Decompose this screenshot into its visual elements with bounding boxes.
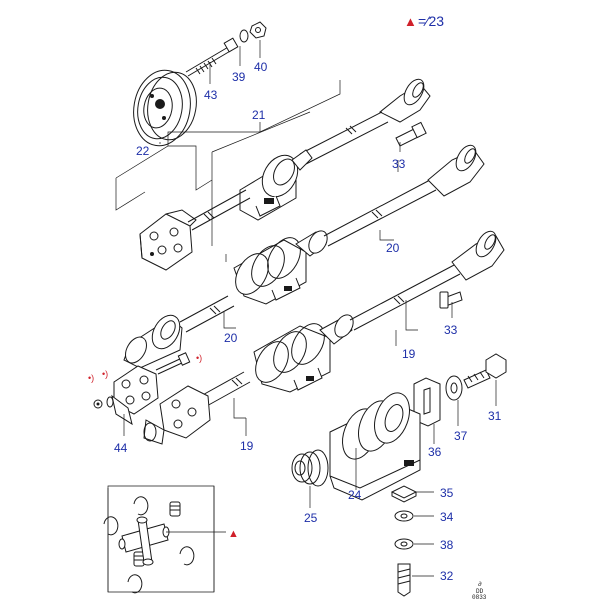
note-bolt: •) — [196, 353, 202, 363]
callout-20-right: 20 — [386, 241, 400, 255]
callout-40: 40 — [254, 60, 268, 74]
insulator-25 — [291, 449, 329, 508]
callout-43: 43 — [204, 88, 218, 102]
callout-labels: 43 39 40 22 21 33 20 20 33 19 31 37 36 4… — [114, 60, 502, 583]
drawing-code: ∂ DD 0833 — [472, 581, 487, 600]
shaft-assembly-lower — [143, 230, 505, 445]
notes: •) •) •) ▲ — [88, 353, 239, 540]
bolt-33-lower — [439, 291, 463, 318]
callout-33-lower: 33 — [444, 323, 458, 337]
shaft-assembly-top — [139, 78, 431, 271]
nut-40 — [249, 21, 267, 39]
center-bearing-24 — [329, 392, 421, 501]
drawing-code-line3: 0833 — [472, 594, 487, 600]
callout-31: 31 — [488, 409, 502, 423]
washer-37 — [445, 375, 463, 426]
u-joint-kit — [103, 485, 226, 594]
warning-triangle-icon: ▲ — [228, 528, 239, 540]
callout-34: 34 — [440, 510, 454, 524]
callout-24: 24 — [348, 488, 362, 502]
callout-22: 22 — [136, 144, 150, 158]
callout-25: 25 — [304, 511, 318, 525]
bolt-31 — [463, 353, 507, 406]
callout-19-left: 19 — [240, 439, 254, 453]
assembly-frame-21 — [115, 80, 341, 246]
callout-36: 36 — [428, 445, 442, 459]
damper-pulley — [133, 69, 197, 147]
callout-33-upper: 33 — [392, 157, 406, 171]
fastener-stack — [390, 485, 434, 597]
washer-39 — [239, 29, 249, 43]
callout-39: 39 — [232, 70, 246, 84]
callout-21: 21 — [252, 108, 266, 122]
callout-37: 37 — [454, 429, 468, 443]
callout-20-left: 20 — [224, 331, 238, 345]
callout-35: 35 — [440, 486, 454, 500]
callout-38: 38 — [440, 538, 454, 552]
drawing-code-line2: DD — [476, 588, 484, 595]
callout-44: 44 — [114, 441, 128, 455]
callout-32: 32 — [440, 569, 454, 583]
bolt-43 — [185, 37, 239, 77]
drawing-code-line1: ∂ — [478, 581, 482, 588]
legend: ▲ =⁄23 — [404, 13, 444, 29]
leader-lines — [123, 160, 418, 436]
flex-coupling-44 — [93, 352, 191, 426]
legend-text: =⁄23 — [418, 13, 444, 29]
bolt-33-upper — [395, 121, 427, 152]
note-nut: •) — [88, 373, 94, 383]
note-washer: •) — [102, 369, 108, 379]
shaft-assembly-middle — [123, 144, 485, 369]
callout-19-right: 19 — [402, 347, 416, 361]
legend-triangle-icon: ▲ — [404, 14, 417, 29]
